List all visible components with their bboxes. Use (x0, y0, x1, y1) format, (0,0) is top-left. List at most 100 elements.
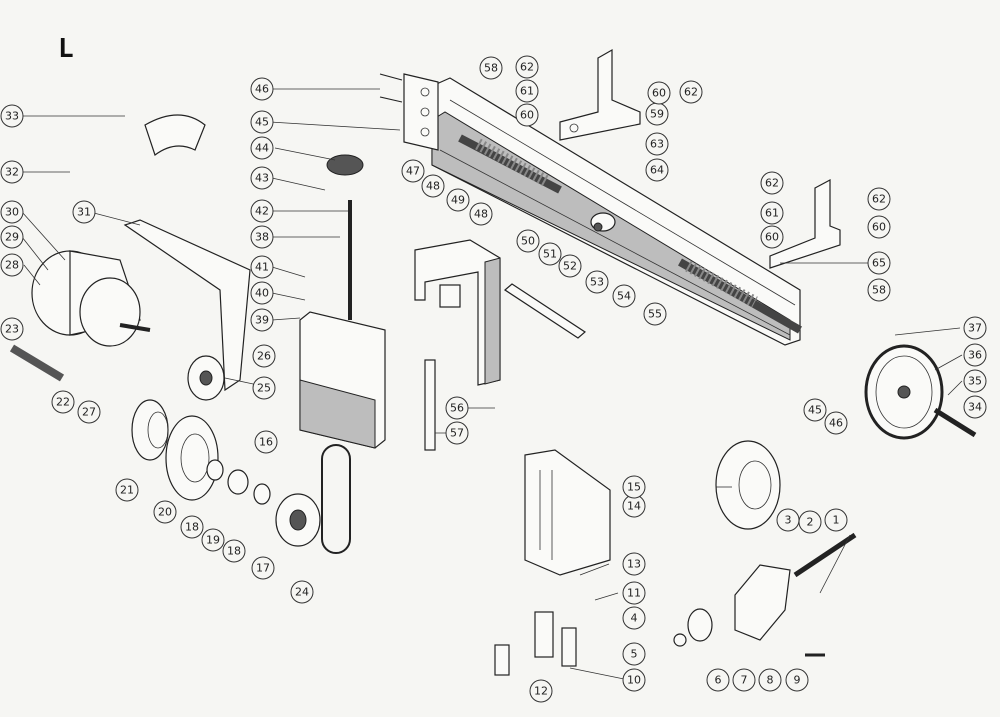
callout-circle (0, 200, 24, 224)
callout-64: 64 (645, 158, 669, 182)
callout-number: 60 (520, 109, 534, 122)
callout-number: 32 (5, 166, 19, 179)
callout-circle (645, 132, 669, 156)
callout-circle (963, 369, 987, 393)
callout-number: 52 (563, 260, 577, 273)
callout-number: 62 (765, 177, 779, 190)
callout-circle (643, 302, 667, 326)
stepped-pulley (275, 493, 321, 547)
callout-number: 48 (474, 208, 488, 221)
callout-number: 45 (255, 116, 269, 129)
callout-circle (0, 253, 24, 277)
callout-46a: 46 (250, 77, 274, 101)
callout-24: 24 (290, 580, 314, 604)
callout-number: 1 (833, 514, 840, 527)
callout-56: 56 (445, 396, 469, 420)
callout-60d: 60 (867, 215, 891, 239)
callout-60c: 60 (760, 225, 784, 249)
callout-circle (254, 430, 278, 454)
callout-circle (401, 159, 425, 183)
callout-number: 60 (652, 87, 666, 100)
end-plate (379, 73, 439, 151)
callout-3: 3 (776, 508, 800, 532)
callout-60a: 60 (647, 81, 671, 105)
callout-circle (446, 188, 470, 212)
callout-number: 20 (158, 506, 172, 519)
callout-circle (529, 679, 553, 703)
callout-58a: 58 (479, 56, 503, 80)
callout-number: 62 (872, 193, 886, 206)
callout-circle (421, 174, 445, 198)
callout-circle (250, 77, 274, 101)
callout-63: 63 (645, 132, 669, 156)
callout-number: 46 (255, 83, 269, 96)
callout-10: 10 (622, 668, 646, 692)
callout-number: 49 (451, 194, 465, 207)
callout-circle (77, 400, 101, 424)
callout-number: 18 (185, 521, 199, 534)
callout-circle (647, 81, 671, 105)
callout-circle (469, 202, 493, 226)
callout-number: 17 (256, 562, 270, 575)
callout-circle (585, 270, 609, 294)
callout-number: 29 (5, 231, 19, 244)
callout-circle (612, 284, 636, 308)
callout-37: 37 (963, 316, 987, 340)
callout-number: 46 (829, 417, 843, 430)
callout-62b: 62 (679, 80, 703, 104)
callout-number: 26 (257, 350, 271, 363)
callout-circle (867, 251, 891, 275)
callout-48b: 48 (469, 202, 493, 226)
ring-nut (715, 440, 781, 530)
callout-35: 35 (963, 369, 987, 393)
callout-number: 24 (295, 586, 309, 599)
callout-18b: 18 (222, 539, 246, 563)
callout-number: 60 (872, 221, 886, 234)
drive-belt (321, 444, 351, 554)
callout-4: 4 (622, 606, 646, 630)
callout-2: 2 (798, 510, 822, 534)
callout-circle (115, 478, 139, 502)
callout-circle (290, 580, 314, 604)
callout-circle (250, 199, 274, 223)
callout-number: 54 (617, 290, 631, 303)
callout-number: 47 (406, 165, 420, 178)
callout-circle (479, 56, 503, 80)
callout-13: 13 (622, 552, 646, 576)
callout-number: 48 (426, 180, 440, 193)
disc (165, 415, 219, 501)
callout-circle (622, 642, 646, 666)
callout-34: 34 (963, 395, 987, 419)
callout-number: 28 (5, 259, 19, 272)
callout-number: 10 (627, 674, 641, 687)
callout-23: 23 (0, 317, 24, 341)
callout-12: 12 (529, 679, 553, 703)
callout-number: 58 (484, 62, 498, 75)
callout-number: 27 (82, 406, 96, 419)
callout-38: 38 (250, 225, 274, 249)
callout-circle (251, 556, 275, 580)
callout-43: 43 (250, 166, 274, 190)
feed-assembly (673, 532, 857, 657)
motor-housing (31, 219, 251, 392)
callout-50: 50 (516, 229, 540, 253)
callout-number: 6 (715, 674, 722, 687)
callout-number: 62 (520, 61, 534, 74)
callout-number: 16 (259, 436, 273, 449)
callout-circle (622, 475, 646, 499)
callout-number: 35 (968, 375, 982, 388)
callout-circle (153, 500, 177, 524)
plate-label: L (58, 34, 74, 64)
callout-number: 63 (650, 138, 664, 151)
callout-circle (963, 395, 987, 419)
callout-number: 21 (120, 484, 134, 497)
callout-number: 64 (650, 164, 664, 177)
callout-circle (250, 110, 274, 134)
callout-circle (250, 136, 274, 160)
callout-number: 44 (255, 142, 269, 155)
callout-32: 32 (0, 160, 24, 184)
callout-circle (622, 606, 646, 630)
callout-30: 30 (0, 200, 24, 224)
callout-28: 28 (0, 253, 24, 277)
